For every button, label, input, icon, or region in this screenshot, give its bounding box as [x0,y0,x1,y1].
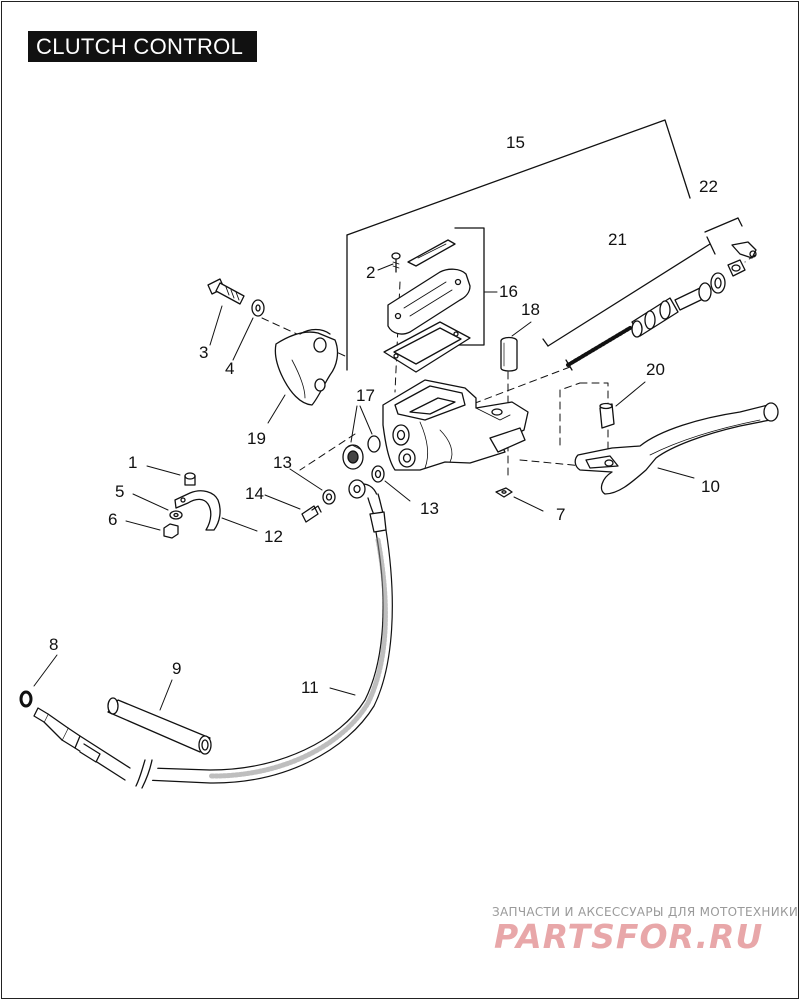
part-1-screw [184,472,196,486]
callout-12: 12 [264,527,283,546]
callout-6: 6 [108,510,117,529]
part-7-retaining-clip [495,487,513,498]
watermark-logo-text: PARTSFOR.RU [494,917,763,956]
part-11-clutch-hose [33,479,393,790]
callout-10: 10 [701,477,720,496]
callout-13-upper: 13 [273,453,292,472]
callout-11: 11 [301,678,319,697]
part-8-o-ring [19,690,33,708]
watermark-logo: PARTSFOR.RU [494,917,763,956]
part-20-bushing [599,402,615,429]
part-3-bolt [207,278,245,305]
callout-17: 17 [356,386,375,405]
part-22-retainer [727,241,757,277]
callout-labels: 1 2 3 4 5 6 7 8 9 10 11 12 13 13 14 15 1… [49,133,720,697]
part-2-screw [391,252,401,273]
part-21-piston-assembly [565,272,726,371]
callout-3: 3 [199,343,208,362]
callout-9: 9 [172,659,181,678]
callout-19: 19 [247,429,266,448]
part-13-washers [322,465,385,505]
callout-1: 1 [128,453,137,472]
part-6-nut [163,523,179,539]
callout-22: 22 [699,177,718,196]
callout-2: 2 [366,263,375,282]
leader-lines [33,263,695,711]
callout-13-lower: 13 [420,499,439,518]
part-12-hose-clip [174,490,221,531]
callout-5: 5 [115,482,124,501]
callout-4: 4 [225,359,234,378]
diagram-title: CLUTCH CONTROL [28,31,257,62]
watermark-caption: ЗАПЧАСТИ И АКСЕССУАРЫ ДЛЯ МОТОТЕХНИКИ [492,905,799,919]
part-16-reservoir-cover [383,239,471,373]
callout-8: 8 [49,635,58,654]
part-18-pivot-pin [500,336,518,372]
alignment-lines [261,254,756,476]
callout-21: 21 [608,230,627,249]
part-5-washer [169,510,183,520]
part-14-banjo-bolt [301,505,322,523]
callout-7: 7 [556,505,565,524]
part-9-hose-sleeve [107,697,212,755]
part-10-clutch-lever [574,402,779,495]
callout-16: 16 [499,282,518,301]
part-19-clamp [274,328,339,406]
part-17-switch [342,435,381,470]
part-4-washer [251,299,265,317]
master-cylinder-body [382,379,529,471]
callout-20: 20 [646,360,665,379]
callout-15: 15 [506,133,525,152]
callout-14: 14 [245,484,264,503]
assembly-brackets [346,119,743,371]
callout-18: 18 [521,300,540,319]
